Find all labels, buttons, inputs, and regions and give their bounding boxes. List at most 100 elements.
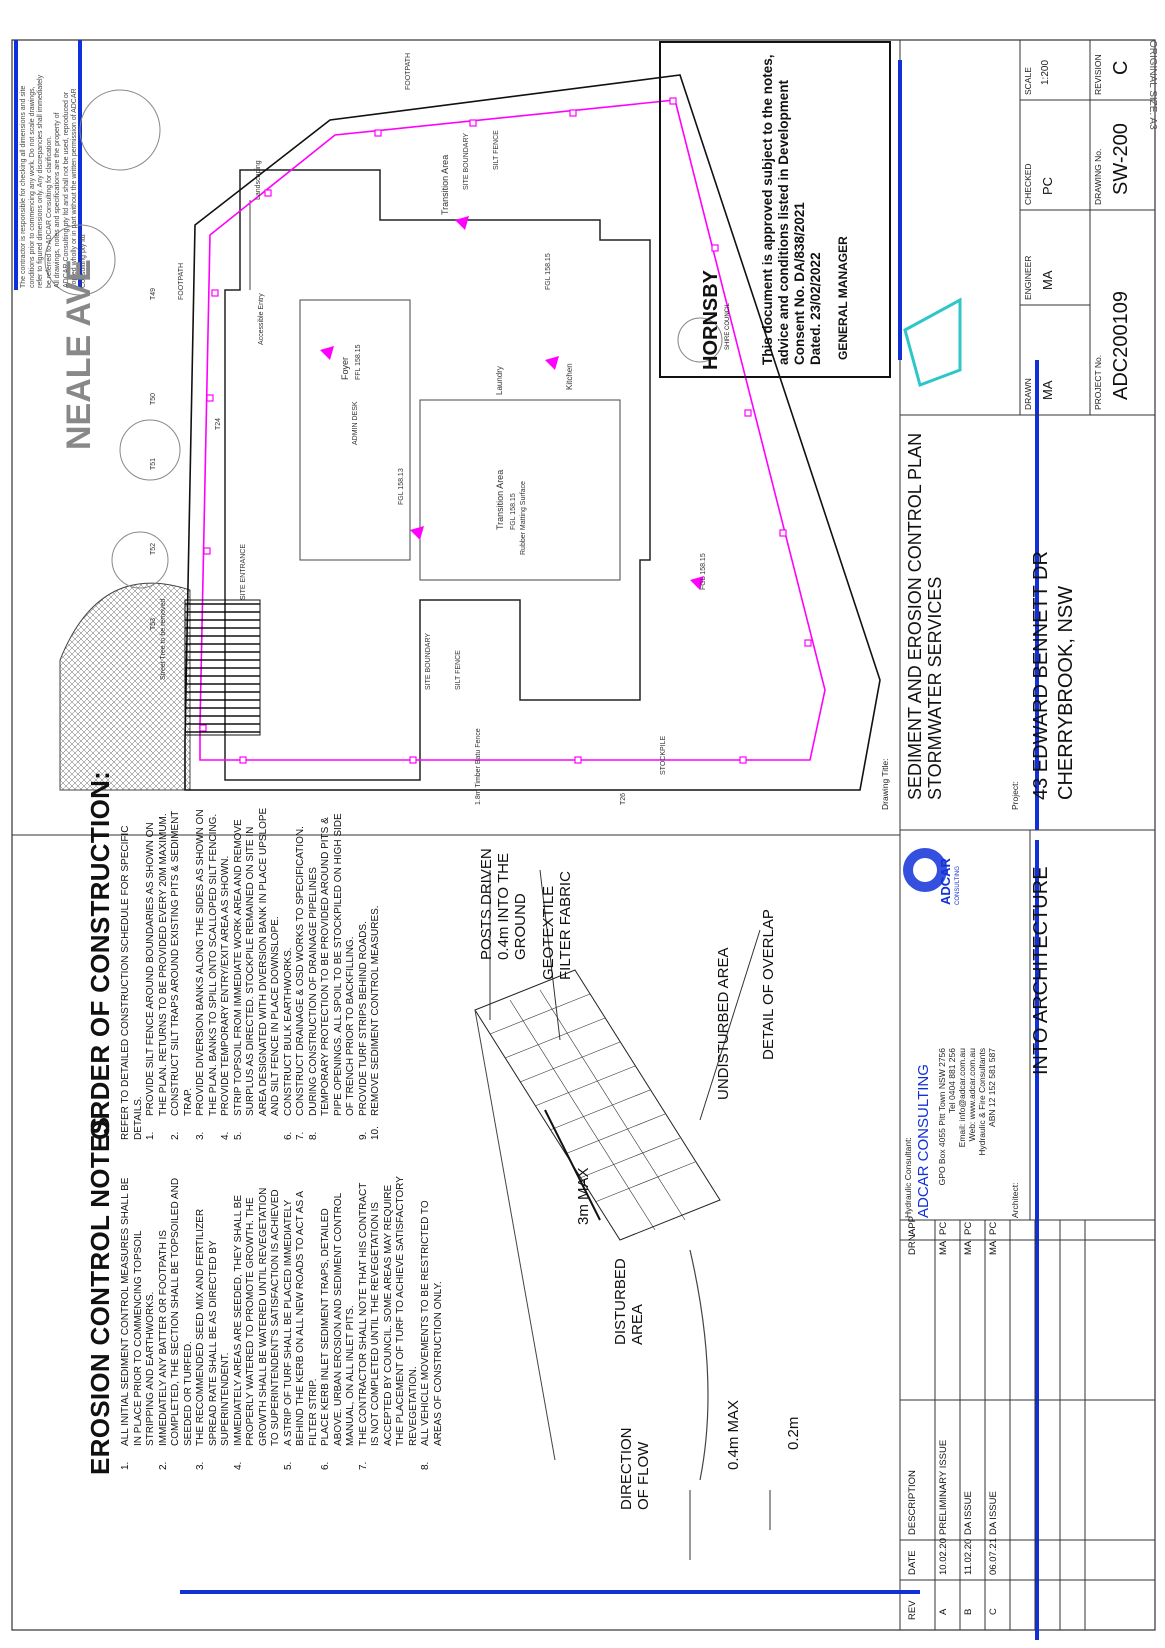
engineer-value: MA: [1040, 270, 1055, 291]
note-item: 4.PROVIDE TEMPORARY ENTRY/EXIT AREA AS S…: [220, 855, 231, 1140]
adcar-logo-text: ADCAR: [938, 858, 953, 905]
approval-stamp: This document is approved subject to the…: [760, 54, 823, 365]
adcar-logo-sub: CONSULTING: [955, 866, 961, 905]
note-item: 2.IMMEDIATELY ANY BATTER OR FOOTPATH IS …: [157, 1177, 194, 1470]
plan-label-site-boundary-top: SITE BOUNDARY: [463, 132, 470, 190]
scale-value: 1:200: [1040, 59, 1051, 85]
drawing-title-label: Drawing Title:: [880, 758, 890, 811]
note-item: 1.ALL INITIAL SEDIMENT CONTROL MEASURES …: [120, 1177, 156, 1470]
drawing-no-label: DRAWING No.: [1093, 148, 1103, 205]
rev-header-app: APP: [907, 1215, 918, 1235]
disclaimer: The contractor is responsible for checki…: [20, 74, 87, 288]
rev-a-desc: PRELIMINARY ISSUE: [938, 1439, 949, 1535]
adcar-logo-mark: [903, 848, 947, 892]
note-item: 8.ALL VEHICLE MOVEMENTS TO BE RESTRICTED…: [420, 1200, 444, 1470]
plan-label-fgl-3: FGL 158.13: [398, 468, 405, 505]
rev-b-drn: MA: [963, 1240, 974, 1255]
rev-c: C: [988, 1608, 999, 1615]
rev-a: A: [938, 1608, 949, 1615]
consultant-name: ADCAR CONSULTING: [915, 1064, 932, 1218]
rev-header-drn: DRN: [907, 1234, 918, 1255]
drawing-no-value: SW-200: [1110, 123, 1132, 195]
revision-value: C: [1110, 60, 1132, 75]
scale-label: SCALE: [1023, 67, 1033, 95]
original-size-label: ORIGINAL SIZE: A3: [1147, 40, 1158, 130]
note-item: 2.CONSTRUCT SILT TRAPS AROUND EXISTING P…: [170, 810, 194, 1140]
consultant-details: GPO Box 4055 Pitt Town NSW 2756 Tel 0404…: [937, 1048, 997, 1186]
rev-c-drn: MA: [988, 1240, 999, 1255]
plan-label-t51: T51: [150, 457, 157, 470]
detail-disturbed-label: DISTURBED AREA: [612, 1258, 646, 1345]
rev-a-drn: MA: [938, 1240, 949, 1255]
plan-label-site-entrance: SITE ENTRANCE: [240, 543, 247, 600]
rev-header-date: DATE: [907, 1550, 918, 1575]
council-sub: SHIRE COUNCIL: [725, 302, 731, 350]
rev-c-app: PC: [988, 1221, 999, 1235]
note-item: 3.THE RECOMMENDED SEED MIX AND FERTILIZE…: [195, 1208, 231, 1470]
rev-header-desc: DESCRIPTION: [907, 1470, 918, 1535]
plan-label-t26: T26: [620, 792, 627, 805]
detail-04m-label: 0.4m MAX: [725, 1399, 742, 1470]
rev-header-rev: REV: [907, 1600, 918, 1620]
plan-label-kitchen: Kitchen: [565, 363, 574, 390]
rev-a-date: 10.02.20: [938, 1538, 949, 1575]
erosion-notes-title: EROSION CONTROL NOTES: [85, 1116, 115, 1475]
drawing-title-1: SEDIMENT AND EROSION CONTROL PLAN: [905, 432, 925, 800]
order-notes-title: ORDER OF CONSTRUCTION:: [85, 770, 115, 1140]
rev-b-date: 11.02.20: [963, 1538, 974, 1575]
project-label: Project:: [1010, 781, 1020, 810]
plan-label-ffl: FFL 158.15: [355, 344, 362, 380]
council-name: HORNSBY: [700, 269, 722, 370]
note-item: 4.IMMEDIATELY AREAS ARE SEEDED, THEY SHA…: [232, 1187, 282, 1470]
plan-label-foyer: Foyer: [340, 356, 350, 380]
detail-02m-label: 0.2m: [785, 1416, 802, 1450]
architect-label: Architect:: [1010, 1182, 1020, 1218]
note-item: 3.PROVIDE DIVERSION BANKS ALONG THE SIDE…: [195, 809, 219, 1140]
rev-b: B: [963, 1608, 974, 1615]
plan-label-transition: Transition Area: [495, 469, 505, 530]
drawn-label: DRAWN: [1023, 378, 1033, 410]
project-line-2: CHERRYBROOK, NSW: [1055, 585, 1077, 800]
order-intro: REFER TO DETAILED CONSTRUCTION SCHEDULE …: [120, 825, 144, 1140]
note-item: 5.STRIP TOPSOIL FROM IMMEDIATE WORK AREA…: [232, 807, 282, 1140]
detail-posts-label: POSTS DRIVEN 0.4m INTO THE GROUND: [478, 848, 529, 960]
project-no-label: PROJECT No.: [1093, 354, 1103, 410]
plan-label-transition-top: Transition Area: [440, 154, 450, 215]
approval-signatory: GENERAL MANAGER: [836, 236, 850, 360]
plan-label-silt-fence-bottom: SILT FENCE: [455, 650, 462, 690]
plan-label-footpath: FOOTPATH: [405, 52, 412, 90]
drawn-value: MA: [1040, 380, 1055, 401]
note-item: 9.PROVIDE TURF STRIPS BEHIND ROADS.: [357, 921, 369, 1140]
detail-overlap-label: DETAIL OF OVERLAP: [760, 909, 777, 1060]
project-line-1: 43 EDWARD BENNETT DR: [1030, 551, 1052, 800]
plan-label-landscaping: Landscaping: [255, 160, 262, 200]
plan-label-t50: T50: [150, 392, 157, 405]
plan-label-fgl-1: FGL 158.15: [545, 253, 552, 290]
plan-label-silt-fence-top: SILT FENCE: [493, 130, 500, 170]
note-item: 7.CONSTRUCT DRAINAGE & OSD WORKS TO SPEC…: [295, 826, 306, 1140]
detail-geotextile-label: GEOTEXTILE FILTER FABRIC: [540, 871, 574, 980]
plan-label-fgl-5: FGL 158.15: [700, 553, 707, 590]
plan-label-t49: T49: [150, 287, 157, 300]
drawing-title-2: STORMWATER SERVICES: [925, 576, 945, 800]
rev-b-app: PC: [963, 1221, 974, 1235]
checked-label: CHECKED: [1023, 163, 1033, 205]
plan-label-timber-fence: 1.8m Timber Batu Fence: [475, 728, 482, 805]
rev-c-date: 06.07.21: [988, 1538, 999, 1575]
engineer-label: ENGINEER: [1023, 255, 1033, 300]
plan-label-t24: T24: [215, 417, 222, 430]
erosion-notes-list: 1.ALL INITIAL SEDIMENT CONTROL MEASURES …: [120, 1170, 445, 1470]
note-item: 10.REMOVE SEDIMENT CONTROL MEASURES.: [370, 905, 381, 1140]
plan-label-laundry: Laundry: [495, 366, 504, 395]
plan-label-fgl-4: FGL 158.15: [510, 493, 517, 530]
plan-label-site-boundary-bottom: SITE BOUNDARY: [425, 632, 432, 690]
note-item: 6.CONSTRUCT BULK EARTHWORKS.: [282, 947, 294, 1140]
plan-label-t53: T53: [150, 617, 157, 630]
consultant-label: Hydraulic Consultant:: [903, 1137, 913, 1218]
plan-label-street-tree: Street Tree to be removed: [160, 598, 167, 680]
rev-a-app: PC: [938, 1221, 949, 1235]
street-name: NEALE AVE: [60, 259, 98, 450]
revision-label: REVISION: [1093, 54, 1103, 95]
